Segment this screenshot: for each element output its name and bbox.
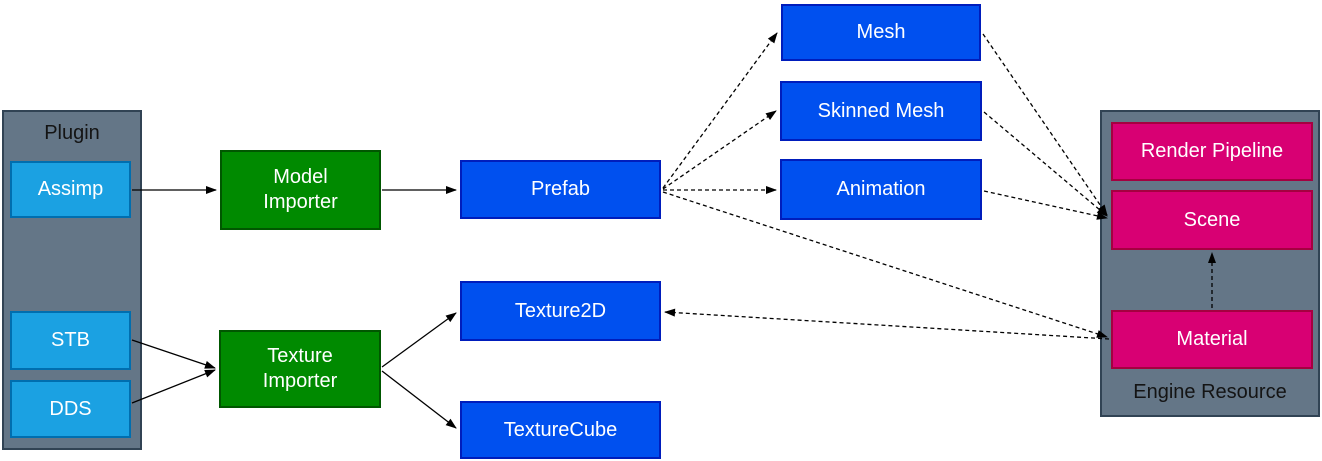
node-prefab: Prefab	[460, 160, 661, 219]
edge-animation-scene	[983, 190, 1108, 220]
edge-texture-importer-texture2d	[381, 312, 457, 368]
edge-material-texture2d	[664, 308, 1110, 340]
node-scene: Scene	[1111, 190, 1313, 250]
edge-stb-texture-importer	[131, 339, 216, 369]
node-dds: DDS	[10, 380, 131, 438]
node-texture-importer: Texture Importer	[219, 330, 381, 408]
node-assimp: Assimp	[10, 161, 131, 218]
node-render-pipeline: Render Pipeline	[1111, 122, 1313, 181]
edge-dds-texture-importer	[131, 369, 216, 404]
edge-mesh-scene	[982, 33, 1108, 216]
edge-skinned-mesh-scene	[983, 111, 1108, 217]
plugin-group-label: Plugin	[44, 122, 100, 144]
node-stb: STB	[10, 311, 131, 370]
edge-prefab-mesh	[662, 32, 778, 189]
node-model-importer: Model Importer	[220, 150, 381, 230]
node-animation: Animation	[780, 159, 982, 220]
engine-resource-group-label: Engine Resource	[1133, 381, 1287, 403]
node-material: Material	[1111, 310, 1313, 369]
node-mesh: Mesh	[781, 4, 981, 61]
edge-texture-importer-texturecube	[381, 370, 457, 429]
node-texturecube: TextureCube	[460, 401, 661, 459]
node-texture2d: Texture2D	[460, 281, 661, 341]
node-skinned-mesh: Skinned Mesh	[780, 81, 982, 141]
edge-prefab-skinned-mesh	[662, 110, 777, 190]
